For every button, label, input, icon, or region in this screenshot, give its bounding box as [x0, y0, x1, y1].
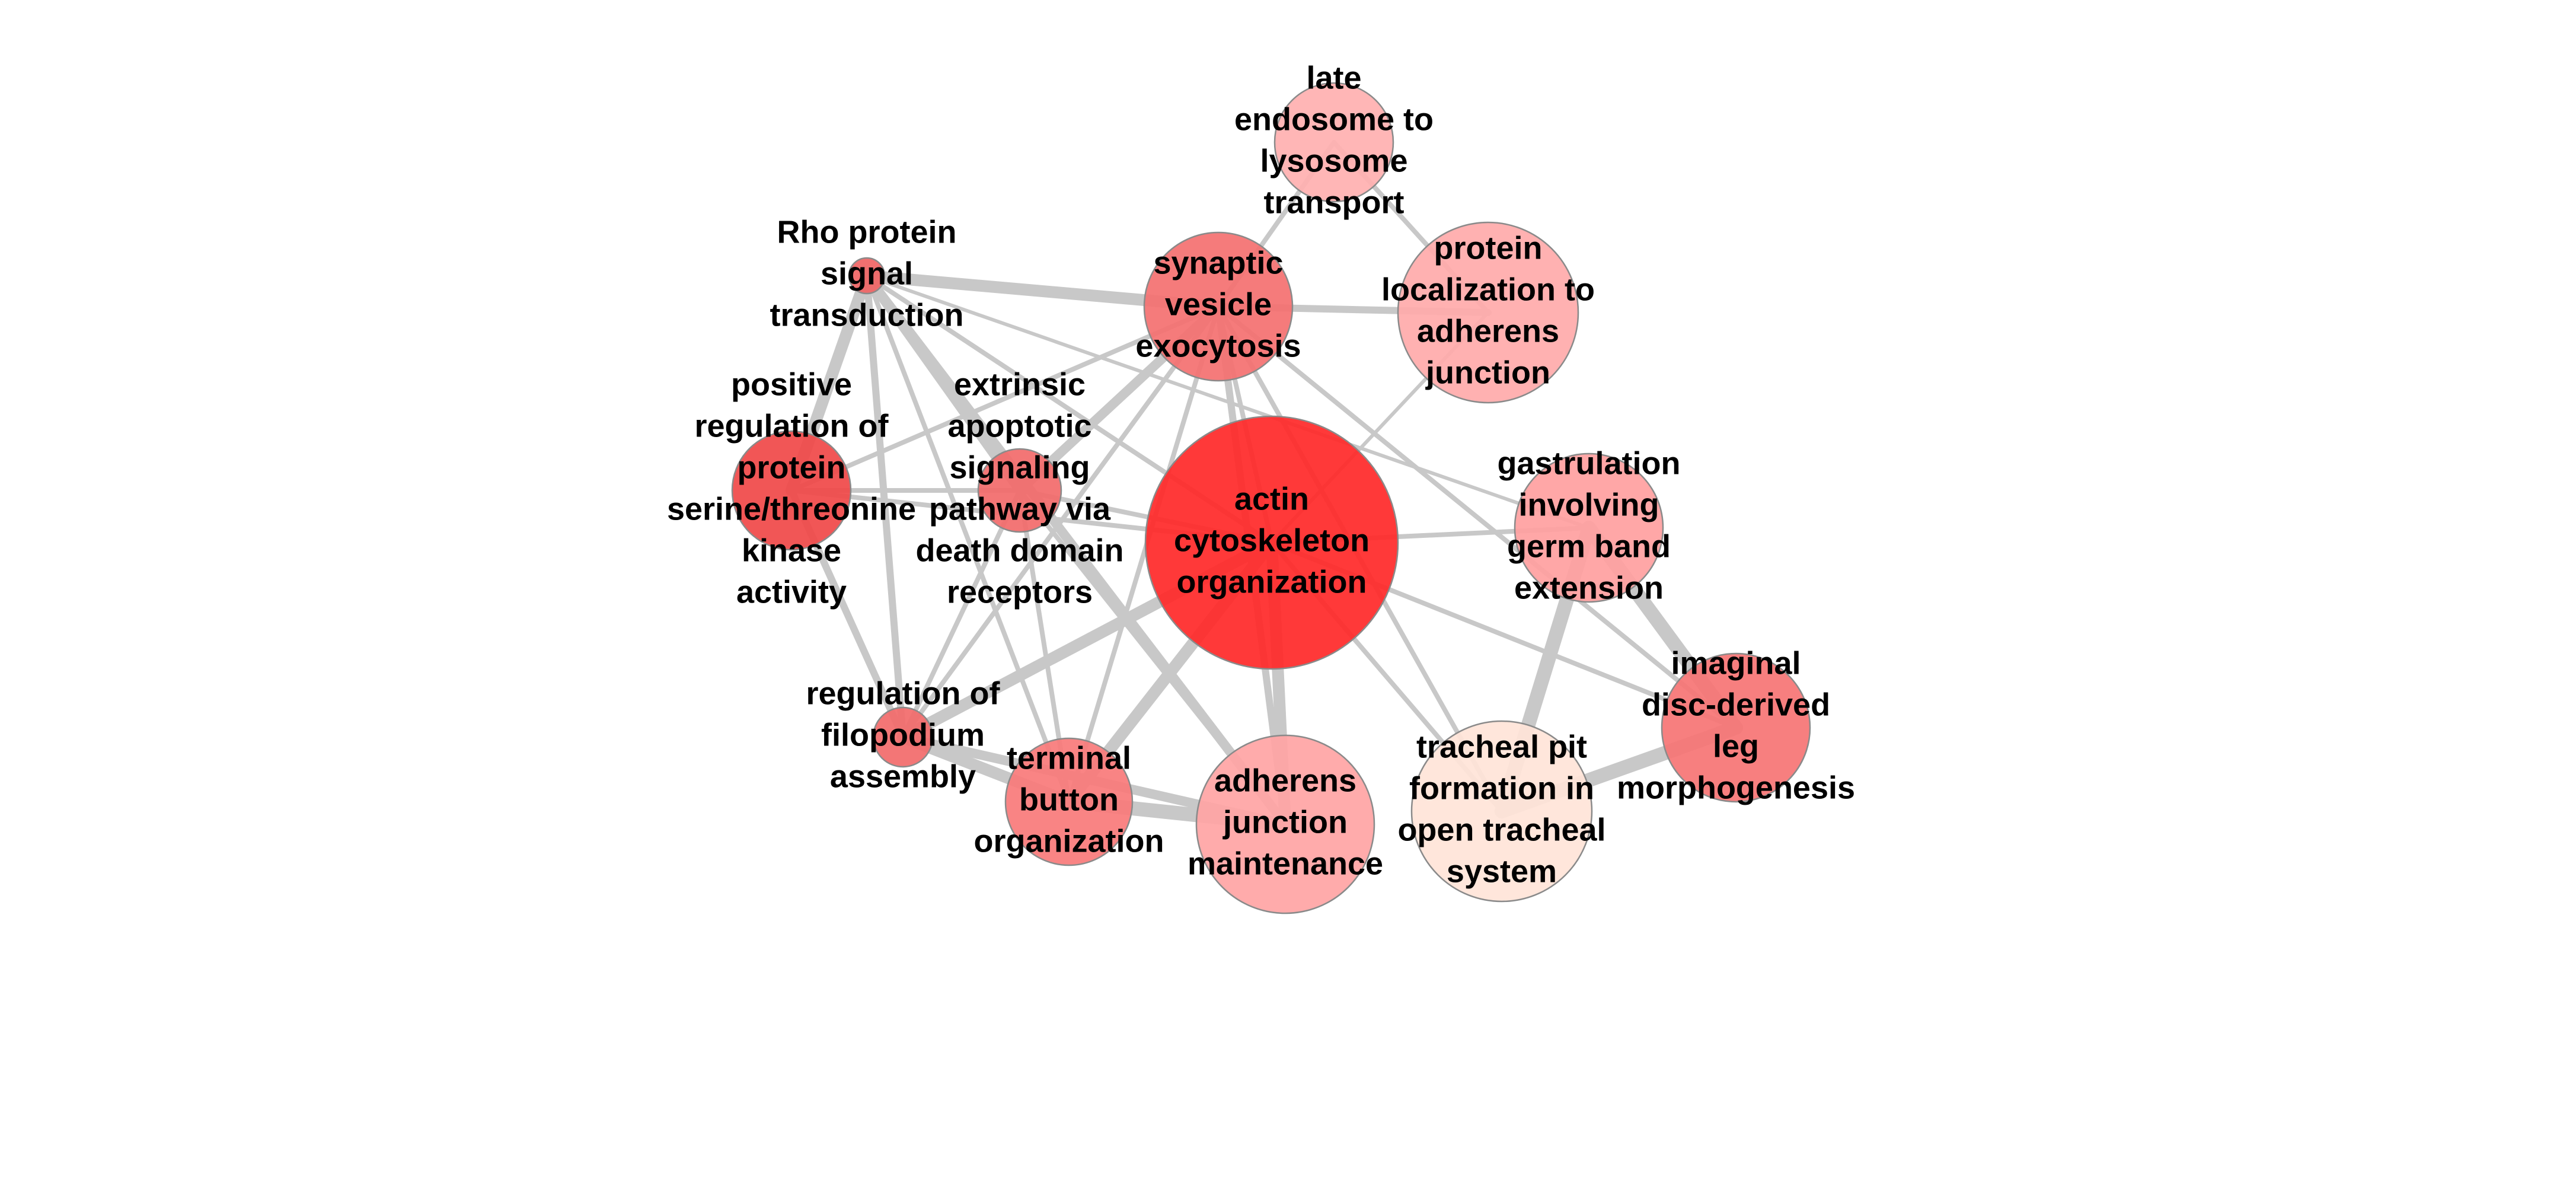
node-label-line: signaling: [949, 450, 1090, 485]
node-label-line: signal: [821, 256, 913, 291]
node-label-line: open tracheal: [1397, 812, 1605, 847]
node-label-line: actin: [1234, 481, 1309, 517]
node-label-line: apoptotic: [948, 408, 1092, 444]
node-circle[interactable]: [1514, 452, 1664, 603]
node-regulation_filopodium[interactable]: regulation of filopodium assembly: [806, 675, 1001, 794]
node-label-line: organization: [974, 823, 1164, 859]
node-label-line: receptors: [947, 574, 1093, 610]
node-label-line: cytoskeleton: [1174, 522, 1370, 558]
node-label-line: kinase: [742, 533, 841, 568]
node-label-line: protein: [738, 450, 846, 485]
node-circle[interactable]: [1143, 231, 1294, 382]
edge-rho_signal-regulation_filopodium: [863, 272, 906, 741]
node-circle[interactable]: [872, 706, 934, 768]
node-label-line: extension: [1514, 570, 1664, 605]
node-circle[interactable]: [1195, 734, 1375, 914]
node-label-line: button: [1019, 782, 1119, 817]
node-label-line: organization: [1177, 564, 1367, 600]
node-label-line: maintenance: [1188, 846, 1383, 881]
node-label-line: late: [1306, 60, 1361, 95]
node-label-line: death domain: [915, 533, 1123, 568]
edge-rho_signal-terminal_button: [864, 273, 1071, 804]
node-label-line: exocytosis: [1135, 328, 1301, 364]
edge-extrinsic_apoptotic-regulation_filopodium: [901, 488, 1022, 740]
node-label-line: synaptic: [1153, 245, 1283, 281]
node-label-line: leg: [1713, 728, 1759, 764]
node-label-line: transduction: [770, 297, 963, 333]
node-label-line: transport: [1263, 184, 1404, 220]
node-label-line: morphogenesis: [1617, 770, 1855, 805]
node-extrinsic_apoptotic[interactable]: extrinsic apoptotic signaling pathway via de…: [915, 366, 1123, 610]
node-label-line: regulation of: [695, 408, 889, 444]
node-label-line: gastrulation: [1497, 445, 1680, 481]
node-circle[interactable]: [848, 257, 886, 295]
node-label-line: lysosome: [1260, 143, 1407, 179]
node-actin_cytoskeleton[interactable]: actin cytoskeleton organization: [1144, 415, 1399, 670]
node-label-line: endosome to: [1234, 101, 1434, 137]
node-label-line: vesicle: [1165, 286, 1272, 322]
node-imaginal_disc[interactable]: imaginal disc-derived leg morphogenesis: [1617, 645, 1855, 805]
node-protein_localization[interactable]: protein localization to adherens junction: [1381, 221, 1595, 404]
node-label-line: adherens: [1417, 313, 1559, 349]
node-label-line: junction: [1425, 355, 1550, 390]
node-label-line: formation in: [1409, 770, 1594, 806]
node-label-line: imaginal: [1671, 645, 1801, 681]
node-circle[interactable]: [1397, 221, 1579, 404]
node-label-line: regulation of: [806, 675, 1001, 711]
node-label-line: serine/threonine: [667, 491, 916, 527]
node-label-line: disc-derived: [1642, 687, 1830, 722]
node-label-line: Rho protein: [777, 214, 957, 250]
node-late_endosome[interactable]: late endosome to lysosome transport: [1234, 60, 1434, 220]
node-tracheal_pit[interactable]: tracheal pit formation in open tracheal sys…: [1397, 720, 1606, 903]
node-label-line: localization to: [1381, 272, 1595, 307]
node-label-line: filopodium: [821, 717, 985, 753]
node-label-line: assembly: [830, 758, 976, 794]
node-rho_signal[interactable]: Rho protein signal transduction: [770, 214, 963, 333]
node-label-line: germ band: [1507, 528, 1671, 564]
node-circle[interactable]: [1004, 737, 1134, 866]
node-circle[interactable]: [1144, 415, 1399, 670]
node-circle[interactable]: [731, 430, 852, 551]
node-gastrulation[interactable]: gastrulation involving germ band extension: [1497, 445, 1680, 605]
node-label-line: activity: [736, 574, 847, 610]
node-synaptic_vesicle[interactable]: synaptic vesicle exocytosis: [1135, 231, 1301, 382]
node-label-line: tracheal pit: [1416, 729, 1587, 764]
node-terminal_button[interactable]: terminal button organization: [974, 737, 1164, 866]
edge-synaptic_vesicle-imaginal_disc: [1216, 304, 1738, 730]
edge-synaptic_vesicle-positive_regulation: [789, 304, 1221, 493]
node-label-line: protein: [1434, 230, 1543, 266]
node-label-line: involving: [1518, 487, 1659, 522]
node-circle[interactable]: [977, 448, 1062, 533]
node-label-line: terminal: [1007, 740, 1131, 776]
node-label-line: junction: [1222, 804, 1348, 840]
node-circle[interactable]: [1410, 720, 1593, 903]
node-adherens_maintenance[interactable]: adherens junction maintenance: [1188, 734, 1383, 914]
node-positive_regulation[interactable]: positive regulation of protein serine/threo…: [667, 366, 916, 610]
node-label-line: adherens: [1214, 763, 1356, 798]
node-label-line: extrinsic: [954, 366, 1086, 402]
edge-synaptic_vesicle-terminal_button: [1067, 304, 1221, 804]
node-circle[interactable]: [1273, 82, 1394, 203]
node-label-line: positive: [731, 366, 852, 402]
node-label-line: system: [1447, 853, 1557, 889]
node-circle[interactable]: [1661, 652, 1811, 803]
node-label-line: pathway via: [929, 491, 1111, 527]
